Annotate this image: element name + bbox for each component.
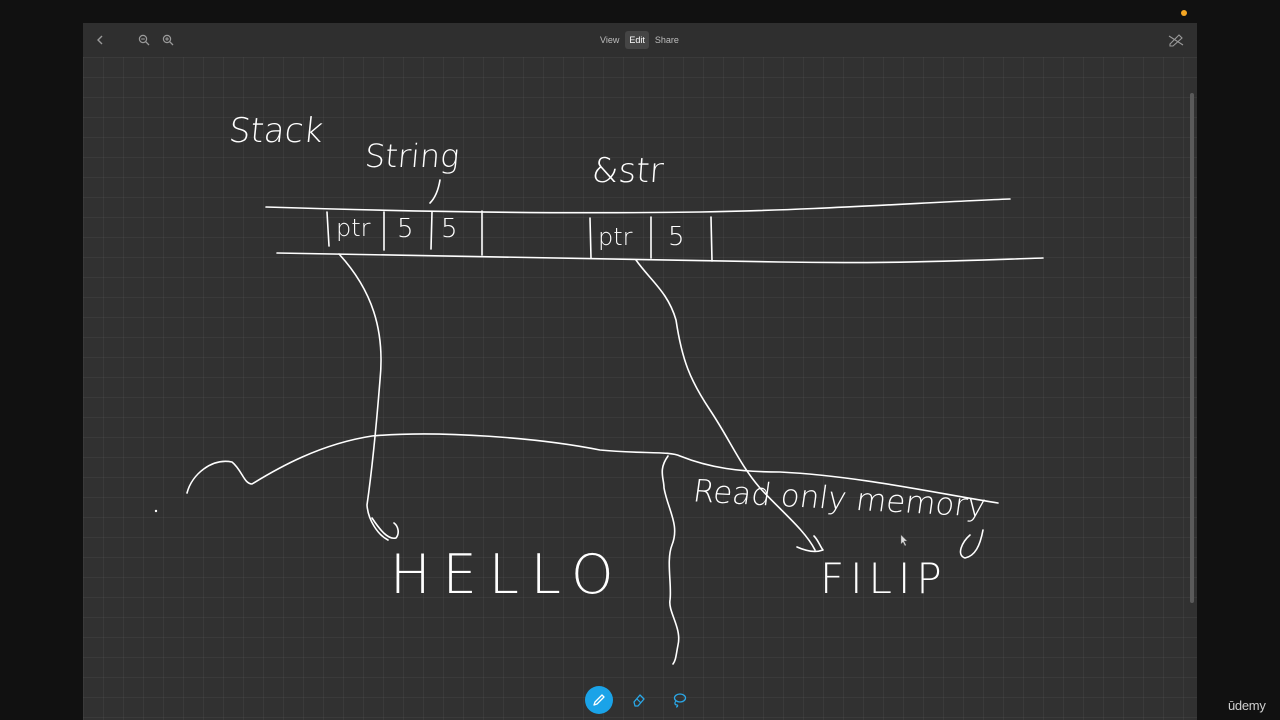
zoom-out-button[interactable] <box>134 30 154 50</box>
label-str-ref: &str <box>590 151 665 191</box>
pen-off-button[interactable] <box>1166 30 1186 50</box>
tab-edit[interactable]: Edit <box>625 31 649 49</box>
pen-off-icon <box>1168 34 1184 47</box>
udemy-watermark: ūdemy <box>1228 698 1266 713</box>
zoom-out-icon <box>138 34 150 46</box>
toolbar: View Edit Share <box>83 23 1197 57</box>
drawing-toolbar <box>585 686 693 714</box>
label-hello: HELLO <box>390 543 626 606</box>
tab-view[interactable]: View <box>600 35 620 45</box>
pen-tool-button[interactable] <box>585 686 613 714</box>
zoom-in-icon <box>162 34 174 46</box>
cell-ptr-str: ptr <box>598 223 633 251</box>
notification-dot <box>1181 10 1187 16</box>
cell-len-str: 5 <box>668 222 685 252</box>
pen-icon <box>593 694 605 706</box>
eraser-icon <box>633 694 645 707</box>
eraser-tool-button[interactable] <box>625 686 653 714</box>
drawing-canvas[interactable] <box>83 57 1197 720</box>
cell-len-string: 5 <box>397 214 414 244</box>
vertical-scrollbar[interactable] <box>1190 93 1194 603</box>
mode-switcher: View Edit Share <box>596 31 683 49</box>
cell-cap-string: 5 <box>441 214 458 244</box>
label-stack: Stack <box>226 111 326 151</box>
tab-share[interactable]: Share <box>654 35 679 45</box>
whiteboard-window: View Edit Share <box>83 23 1197 720</box>
lasso-icon <box>673 693 687 708</box>
zoom-in-button[interactable] <box>158 30 178 50</box>
cell-ptr-string: ptr <box>336 214 371 242</box>
chevron-left-icon <box>97 35 103 45</box>
label-string: String <box>363 137 462 175</box>
label-filip: FILIP <box>820 554 948 603</box>
lasso-tool-button[interactable] <box>665 686 693 714</box>
back-button[interactable] <box>90 30 110 50</box>
